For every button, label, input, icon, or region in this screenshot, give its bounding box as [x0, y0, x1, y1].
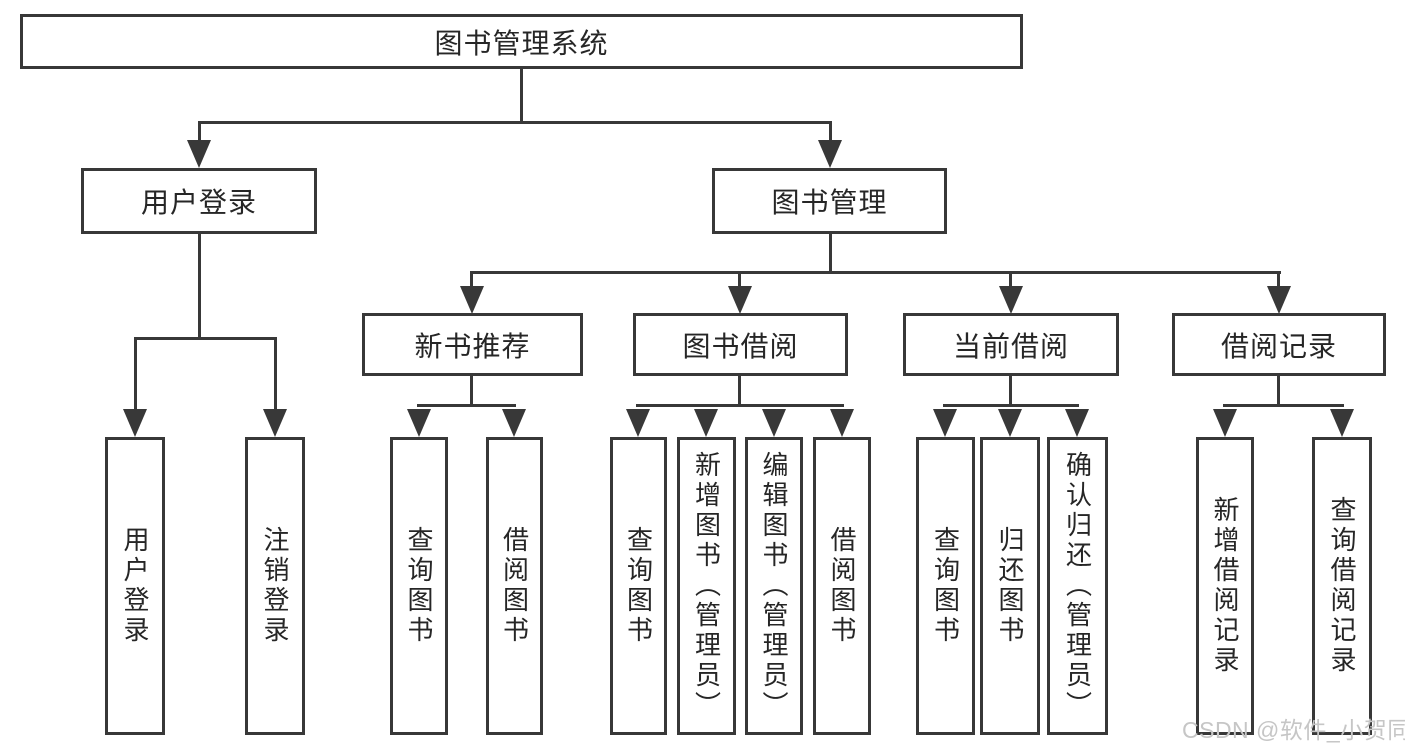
node-label: 查询图书 [623, 526, 654, 646]
node-label: 用户登录 [140, 187, 257, 218]
leaf-query-books-current: 查询图书 [916, 437, 975, 735]
connector-bookborrow-vertical [738, 376, 741, 406]
node-label: 查询图书 [930, 526, 961, 646]
node-label: 用户登录 [120, 526, 150, 646]
connector-newbooks-horizontal [417, 404, 516, 407]
leaf-edit-books-admin: 编辑图书（管理员） [745, 437, 803, 735]
connector-userlogin-vertical [198, 234, 201, 340]
arrowhead-icon [502, 409, 526, 437]
connector-level2-horizontal [198, 121, 832, 124]
connector-level3-horizontal [470, 271, 1281, 274]
node-user-login: 用户登录 [81, 168, 317, 234]
arrowhead-icon [1065, 409, 1089, 437]
leaf-query-books-borrow: 查询图书 [610, 437, 667, 735]
arrowhead-icon [1213, 409, 1237, 437]
node-label: 当前借阅 [952, 330, 1069, 362]
arrowhead-icon [626, 409, 650, 437]
leaf-borrow-books-borrow: 借阅图书 [813, 437, 871, 735]
node-label: 图书管理 [771, 187, 888, 218]
arrowhead-icon [762, 409, 786, 437]
arrowhead-icon [999, 286, 1023, 314]
node-label: 新增图书（管理员） [691, 451, 722, 721]
connector-stem [274, 337, 277, 411]
node-book-management: 图书管理 [712, 168, 947, 234]
node-current-borrowing: 当前借阅 [903, 313, 1119, 376]
node-label: 图书管理系统 [434, 27, 609, 59]
arrowhead-icon [694, 409, 718, 437]
node-label: 借阅记录 [1220, 330, 1337, 362]
node-label: 图书借阅 [682, 330, 799, 362]
leaf-add-books-admin: 新增图书（管理员） [677, 437, 736, 735]
node-label: 确认归还（管理员） [1062, 451, 1093, 721]
node-library-management-system: 图书管理系统 [20, 14, 1023, 69]
leaf-logout: 注销登录 [245, 437, 305, 735]
node-label: 借阅图书 [499, 526, 530, 646]
arrowhead-icon [830, 409, 854, 437]
arrowhead-icon [998, 409, 1022, 437]
connector-records-horizontal [1223, 404, 1344, 407]
connector-newbooks-vertical [470, 376, 473, 406]
connector-stem [829, 121, 832, 143]
arrowhead-icon [263, 409, 287, 437]
arrowhead-icon [460, 286, 484, 314]
arrowhead-icon [123, 409, 147, 437]
connector-bookborrow-horizontal [636, 404, 844, 407]
leaf-add-borrow-record: 新增借阅记录 [1196, 437, 1254, 735]
connector-stem [198, 121, 201, 143]
connector-currentborrow-vertical [1009, 376, 1012, 406]
arrowhead-icon [1330, 409, 1354, 437]
node-label: 归还图书 [995, 526, 1025, 646]
csdn-watermark: CSDN @软件_小贺同学 [1182, 717, 1405, 743]
leaf-borrow-books-newbooks: 借阅图书 [486, 437, 543, 735]
leaf-user-login: 用户登录 [105, 437, 165, 735]
node-label: 注销登录 [260, 526, 290, 646]
connector-bookmgmt-vertical [829, 234, 832, 274]
arrowhead-icon [1267, 286, 1291, 314]
arrowhead-icon [407, 409, 431, 437]
node-label: 编辑图书（管理员） [759, 451, 789, 721]
node-label: 借阅图书 [827, 526, 857, 646]
arrowhead-icon [933, 409, 957, 437]
node-label: 新增借阅记录 [1210, 496, 1240, 676]
connector-currentborrow-horizontal [943, 404, 1079, 407]
connector-stem [470, 271, 473, 287]
arrowhead-icon [728, 286, 752, 314]
connector-records-vertical [1277, 376, 1280, 406]
leaf-confirm-return-admin: 确认归还（管理员） [1047, 437, 1108, 735]
node-new-book-recommendation: 新书推荐 [362, 313, 583, 376]
leaf-return-books: 归还图书 [980, 437, 1040, 735]
connector-userlogin-horizontal [134, 337, 277, 340]
node-label: 新书推荐 [414, 330, 531, 362]
node-borrowing-records: 借阅记录 [1172, 313, 1386, 376]
arrowhead-icon [818, 140, 842, 168]
connector-stem [738, 271, 741, 287]
arrowhead-icon [187, 140, 211, 168]
connector-stem [134, 337, 137, 411]
node-label: 查询图书 [404, 526, 434, 646]
connector-stem [1009, 271, 1012, 287]
node-book-borrowing: 图书借阅 [633, 313, 848, 376]
leaf-query-books-newbooks: 查询图书 [390, 437, 448, 735]
connector-root-vertical [520, 67, 523, 123]
leaf-query-borrow-record: 查询借阅记录 [1312, 437, 1372, 735]
node-label: 查询借阅记录 [1327, 496, 1357, 676]
connector-stem [1277, 271, 1280, 287]
